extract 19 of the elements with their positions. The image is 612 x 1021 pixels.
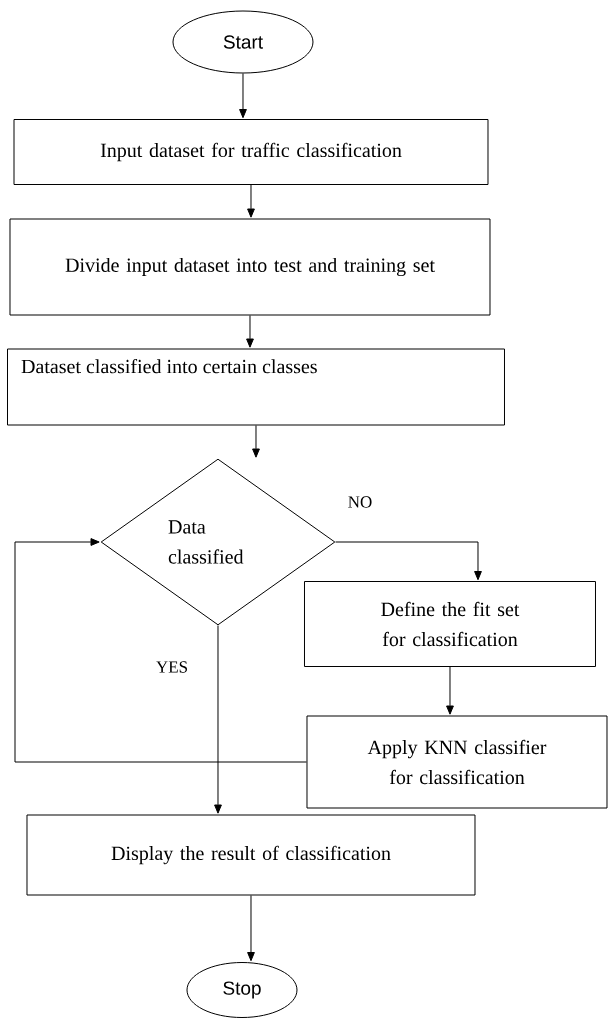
process-box: Dataset classified into certain classes [7, 348, 505, 426]
arrow [335, 541, 482, 581]
arrow [246, 315, 254, 348]
arrow [247, 895, 255, 962]
process-box: Define the fit set for classification [304, 581, 596, 667]
edge-label: YES [154, 660, 190, 674]
terminal-oval: Start [172, 10, 314, 74]
arrow [239, 73, 247, 119]
arrow [247, 184, 255, 218]
process-box: Divide input dataset into test and training set [9, 218, 491, 316]
terminal-oval: Stop [186, 962, 298, 1018]
arrow [446, 666, 454, 715]
arrow [14, 538, 307, 763]
process-box: Input dataset for traffic classification [13, 119, 489, 185]
edge-label: NO [346, 495, 374, 509]
arrow [252, 425, 260, 458]
process-box: Display the result of classification [26, 814, 476, 896]
arrow [214, 625, 222, 814]
process-box: Apply KNN classifier for classification [306, 715, 608, 809]
